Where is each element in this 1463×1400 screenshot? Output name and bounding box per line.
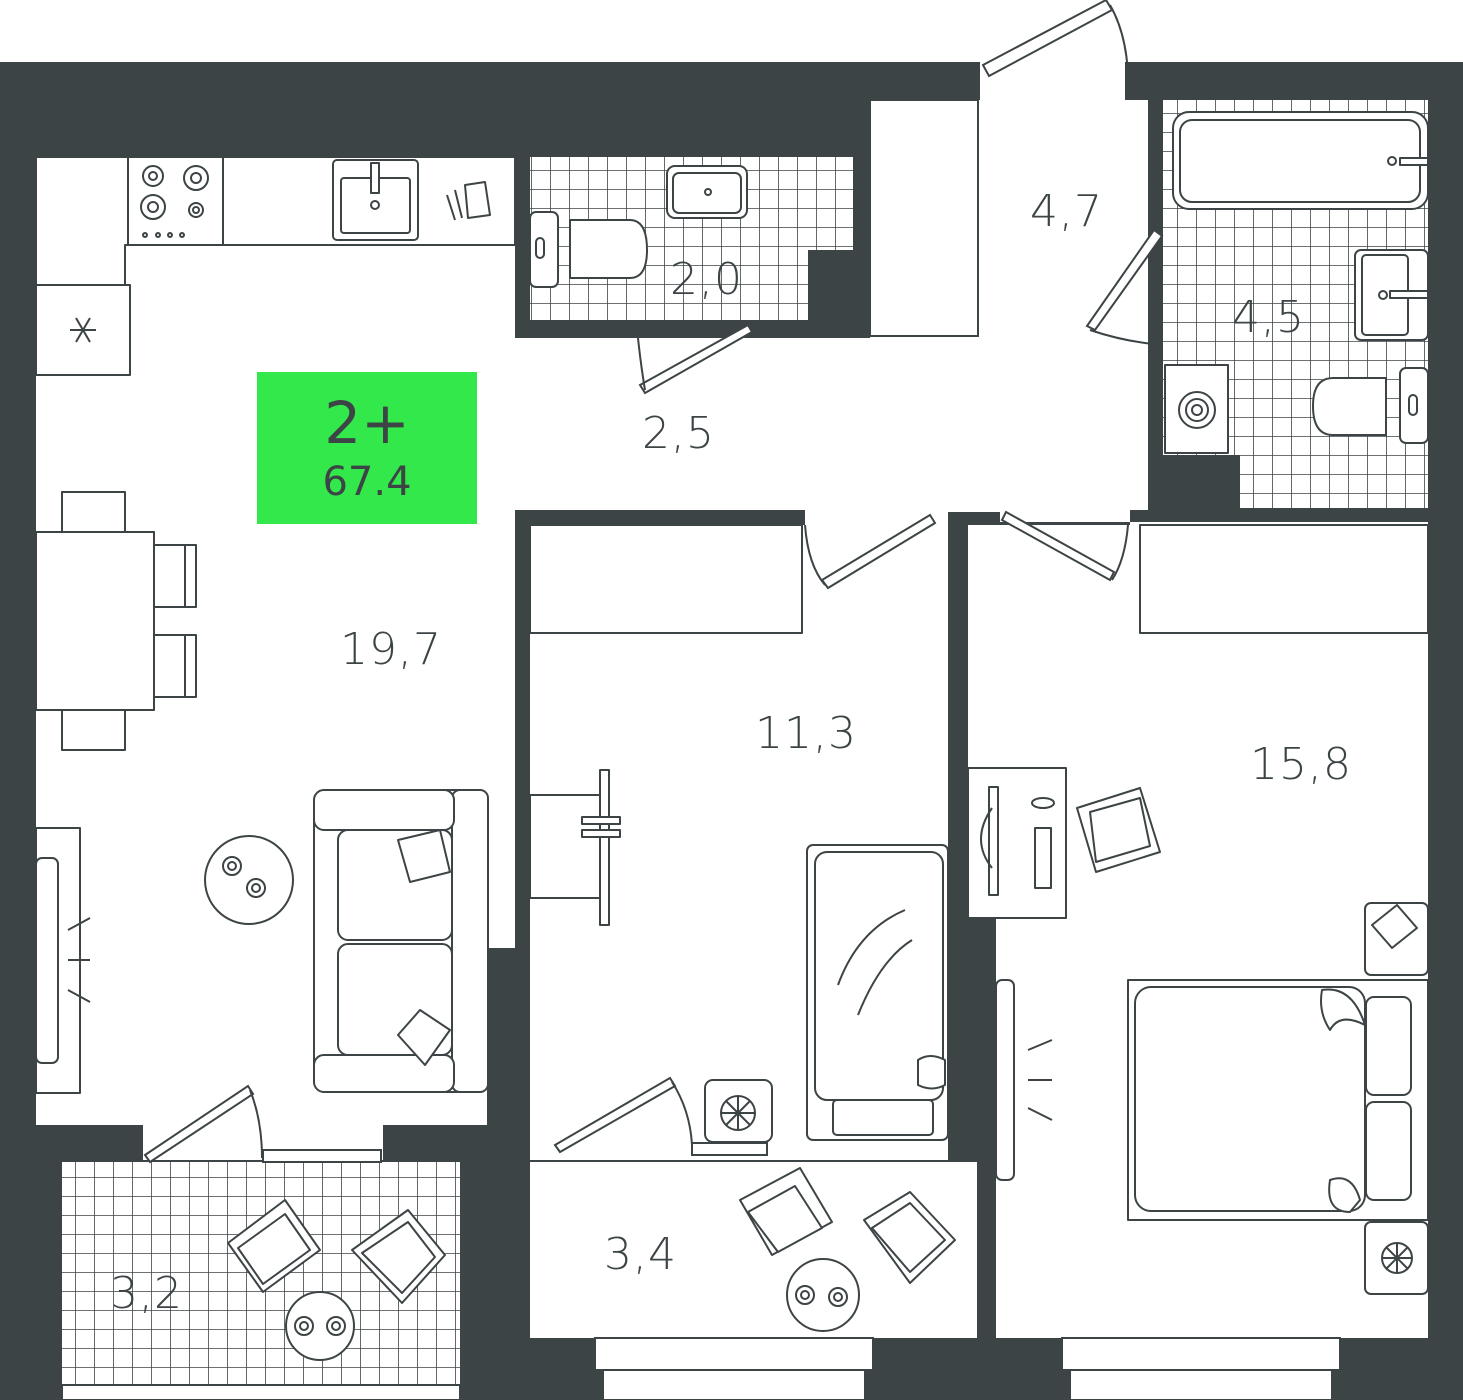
apartment-badge: 2+ 67.4 xyxy=(257,372,477,524)
room-area-corridor: 2,5 xyxy=(642,408,715,459)
doors xyxy=(143,0,1164,1164)
room-area-bathroom-large: 4,5 xyxy=(1232,292,1305,343)
room-area-kitchen-living: 19,7 xyxy=(340,624,442,675)
bathroom-small-floor xyxy=(530,157,853,320)
room-area-bedroom-middle: 11,3 xyxy=(755,708,857,759)
room-area-balcony-left: 3,2 xyxy=(110,1268,183,1319)
furniture xyxy=(35,111,1429,1361)
hallway-wardrobe xyxy=(869,99,979,337)
apartment-total-area: 67.4 xyxy=(322,459,412,505)
room-area-bedroom-right: 15,8 xyxy=(1250,739,1352,790)
room-area-balcony-middle: 3,4 xyxy=(604,1229,677,1280)
apartment-type: 2+ xyxy=(324,389,410,457)
room-area-bathroom-small: 2,0 xyxy=(670,254,743,305)
room-area-hallway: 4,7 xyxy=(1030,186,1103,237)
windows xyxy=(61,1149,1341,1400)
